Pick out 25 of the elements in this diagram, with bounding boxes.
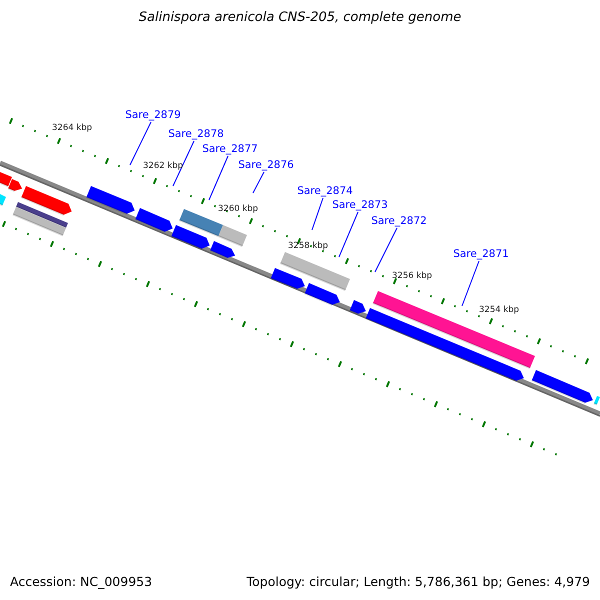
position-label: 3256 kbp: [392, 271, 432, 281]
position-label: 3254 kbp: [479, 305, 520, 315]
position-label: 3264 kbp: [52, 123, 92, 133]
gene-label: Sare_2877: [202, 143, 258, 155]
position-label: 3258 kbp: [288, 241, 328, 251]
title: Salinispora arenicola CNS-205, complete genome: [138, 10, 462, 25]
position-label: 3260 kbp: [218, 204, 258, 214]
gene-label: Sare_2878: [168, 128, 224, 140]
leader-line: [172, 140, 194, 186]
gene-label: Sare_2879: [125, 109, 181, 121]
leader-line: [208, 156, 228, 200]
leader-line: [462, 260, 480, 306]
leader-line: [252, 172, 264, 194]
leader-line: [130, 122, 152, 166]
gene-label: Sare_2871: [453, 248, 509, 260]
gene-label: Sare_2874: [297, 185, 353, 197]
gene-label: Sare_2876: [238, 159, 294, 171]
accession-text: Accession: NC_009953: [10, 575, 152, 589]
position-label: 3262 kbp: [143, 161, 184, 171]
genome-summary-text: Topology: circular; Length: 5,786,361 bp; Genes: 4,979: [246, 575, 590, 589]
leader-line: [374, 228, 398, 272]
gene-label: Sare_2872: [371, 215, 427, 227]
gene-label: Sare_2873: [332, 199, 388, 211]
leader-line: [312, 198, 324, 230]
leader-line: [338, 212, 358, 258]
